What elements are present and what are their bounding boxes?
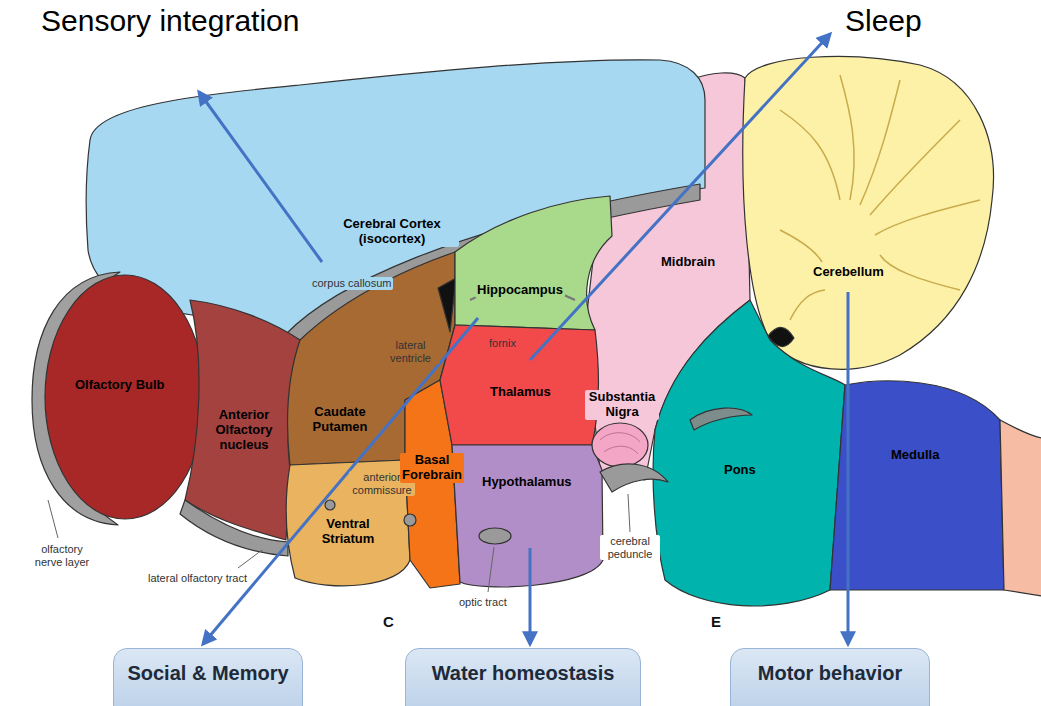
function-arrow — [529, 548, 532, 644]
pons — [653, 300, 845, 606]
olfactory-bulb — [45, 275, 205, 519]
function-label: Sensory integration — [38, 4, 303, 39]
region-name: Medulla — [889, 448, 941, 463]
panel-letter: E — [709, 613, 723, 630]
function-name: Motor behavior — [758, 662, 902, 685]
substantia-nigra — [592, 423, 648, 467]
cerebral-peduncle — [600, 464, 668, 492]
region-name: Pons — [722, 463, 758, 478]
structure-name: olfactory nerve layer — [29, 543, 95, 568]
medulla — [830, 381, 1004, 590]
cerebellum — [743, 56, 994, 369]
structure-name: lateral ventricle — [381, 339, 440, 364]
region-name: Cerebral Cortex (isocortex) — [325, 217, 459, 247]
leader-line — [48, 500, 58, 538]
function-name: Water homeostasis — [432, 662, 615, 685]
leader-line — [238, 550, 262, 568]
region-name: Substantia Nigra — [585, 390, 659, 420]
leader-line — [488, 547, 494, 592]
lateral-olfactory-tract — [180, 500, 288, 556]
anterior-commissure — [404, 514, 416, 526]
structure-name: optic tract — [457, 596, 509, 609]
function-name: Social & Memory — [127, 662, 288, 685]
region-name: Ventral Striatum — [311, 517, 385, 547]
lateral-ventricle — [438, 278, 456, 332]
panel-letter: C — [381, 613, 396, 630]
function-box: Social & Memory — [113, 648, 303, 706]
function-box: Motor behavior — [730, 648, 930, 706]
thalamus — [440, 325, 598, 445]
region-name: Caudate Putamen — [303, 405, 377, 435]
region-name: Hypothalamus — [480, 475, 574, 490]
function-arrow — [847, 292, 850, 644]
function-arrow — [203, 318, 478, 644]
structure-name: cerebral peduncle — [600, 535, 660, 560]
anterior-commissure — [325, 500, 335, 510]
leader-line — [628, 494, 630, 532]
hypothalamus — [452, 445, 603, 587]
cerebellar-folia — [780, 75, 980, 320]
function-arrow — [199, 92, 322, 262]
function-arrow — [530, 34, 830, 360]
region-name: Thalamus — [488, 385, 553, 400]
structure-name: corpus callosum — [310, 277, 393, 290]
function-box: Water homeostasis — [405, 648, 641, 706]
region-name: Anterior Olfactory nucleus — [206, 408, 282, 453]
substantia-nigra-lines — [600, 433, 640, 454]
structure-name: lateral olfactory tract — [146, 572, 249, 585]
region-name: Olfactory Bulb — [73, 378, 167, 393]
region-name: Cerebellum — [811, 265, 886, 280]
spinal-cord — [1000, 420, 1041, 596]
region-name: Basal Forebrain — [400, 453, 464, 483]
structure-name: fornix — [487, 337, 518, 350]
pontine-tract — [690, 408, 752, 430]
optic-tract — [479, 528, 511, 544]
region-name: Hippocampus — [475, 283, 565, 298]
region-name: Midbrain — [659, 255, 717, 270]
anterior-olfactory-nucleus — [185, 300, 300, 540]
leader-lines — [48, 494, 630, 592]
hippocampus — [455, 196, 612, 330]
function-label: Sleep — [842, 4, 925, 39]
